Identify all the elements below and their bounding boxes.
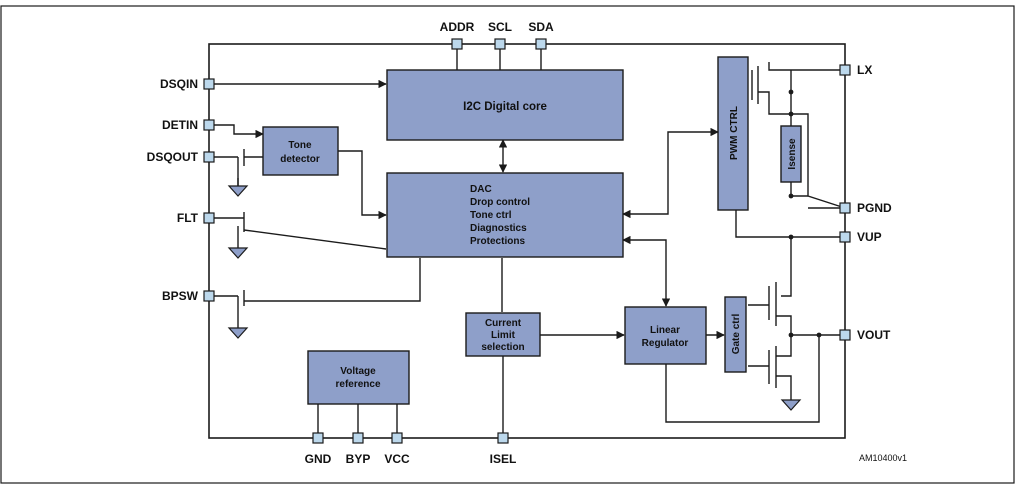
pin-labels: ADDR SCL SDA DSQIN DETIN DSQOUT FLT BPSW… xyxy=(147,20,892,466)
ground-symbols xyxy=(227,185,802,411)
ground-icon xyxy=(227,247,249,259)
isense-label: Isense xyxy=(787,138,798,170)
pin-dsqin xyxy=(203,78,215,90)
pin-vcc xyxy=(391,432,403,444)
i2c-digital-core-block: I2C Digital core xyxy=(386,69,624,141)
voltage-reference-label-line1: Voltage xyxy=(340,366,376,377)
current-limit-label-line1: Current xyxy=(485,318,522,329)
i2c-digital-core-label: I2C Digital core xyxy=(463,101,547,113)
linear-regulator-label-line1: Linear xyxy=(650,325,680,336)
pin-isel xyxy=(497,432,509,444)
gate-ctrl-block: Gate ctrl xyxy=(724,296,747,373)
dac-control-block: DAC Drop control Tone ctrl Diagnostics P… xyxy=(386,172,624,258)
ground-icon xyxy=(780,399,802,411)
pin-lx xyxy=(839,64,851,76)
pin-pgnd xyxy=(839,202,851,214)
pin-label-bpsw: BPSW xyxy=(162,289,199,303)
pin-scl xyxy=(494,38,506,50)
pin-label-detin: DETIN xyxy=(162,118,198,132)
pin-label-flt: FLT xyxy=(177,211,199,225)
pin-label-vup: VUP xyxy=(857,230,882,244)
current-limit-block: Current Limit selection xyxy=(465,312,541,357)
tone-detector-label-line1: Tone xyxy=(288,140,312,151)
pin-bpsw xyxy=(203,290,215,302)
pin-label-addr: ADDR xyxy=(440,20,475,34)
main-block-label-line5: Protections xyxy=(470,236,525,247)
pin-dsqout xyxy=(203,151,215,163)
reference-code: AM10400v1 xyxy=(859,453,907,463)
pin-label-pgnd: PGND xyxy=(857,201,892,215)
pin-label-vout: VOUT xyxy=(857,328,891,342)
main-block-label-line1: DAC xyxy=(470,184,492,195)
main-block-label-line2: Drop control xyxy=(470,197,530,208)
pin-vup xyxy=(839,231,851,243)
gate-ctrl-label: Gate ctrl xyxy=(731,313,742,354)
main-block-label-line3: Tone ctrl xyxy=(470,210,512,221)
isense-block: Isense xyxy=(780,125,802,183)
pin-label-scl: SCL xyxy=(488,20,512,34)
pwm-ctrl-label: PWM CTRL xyxy=(729,106,740,160)
pin-label-lx: LX xyxy=(857,63,872,77)
pin-detin xyxy=(203,119,215,131)
main-block-label-line4: Diagnostics xyxy=(470,223,527,234)
pin-label-gnd: GND xyxy=(305,452,332,466)
pwm-ctrl-block: PWM CTRL xyxy=(717,56,749,211)
tone-detector-label-line2: detector xyxy=(280,154,320,165)
ground-icon xyxy=(227,327,249,339)
junction-dots xyxy=(788,89,822,338)
figure-border xyxy=(0,5,1015,484)
pin-sda xyxy=(535,38,547,50)
wires xyxy=(214,44,846,434)
current-limit-label-line3: selection xyxy=(481,342,524,353)
tone-detector-block: Tone detector xyxy=(262,126,339,176)
voltage-reference-label-line2: reference xyxy=(335,379,380,390)
pin-label-sda: SDA xyxy=(528,20,554,34)
linear-regulator-label-line2: Regulator xyxy=(642,338,689,349)
pin-label-byp: BYP xyxy=(346,452,371,466)
pin-flt xyxy=(203,212,215,224)
pins xyxy=(203,38,851,444)
linear-regulator-block: Linear Regulator xyxy=(624,306,707,365)
pin-label-vcc: VCC xyxy=(384,452,410,466)
voltage-reference-block: Voltage reference xyxy=(307,350,410,405)
pin-label-dsqin: DSQIN xyxy=(160,77,198,91)
pin-gnd xyxy=(312,432,324,444)
pin-addr xyxy=(451,38,463,50)
pin-byp xyxy=(352,432,364,444)
pin-label-dsqout: DSQOUT xyxy=(147,150,199,164)
pin-vout xyxy=(839,329,851,341)
current-limit-label-line2: Limit xyxy=(491,330,516,341)
ground-icon xyxy=(227,185,249,197)
pin-label-isel: ISEL xyxy=(490,452,517,466)
